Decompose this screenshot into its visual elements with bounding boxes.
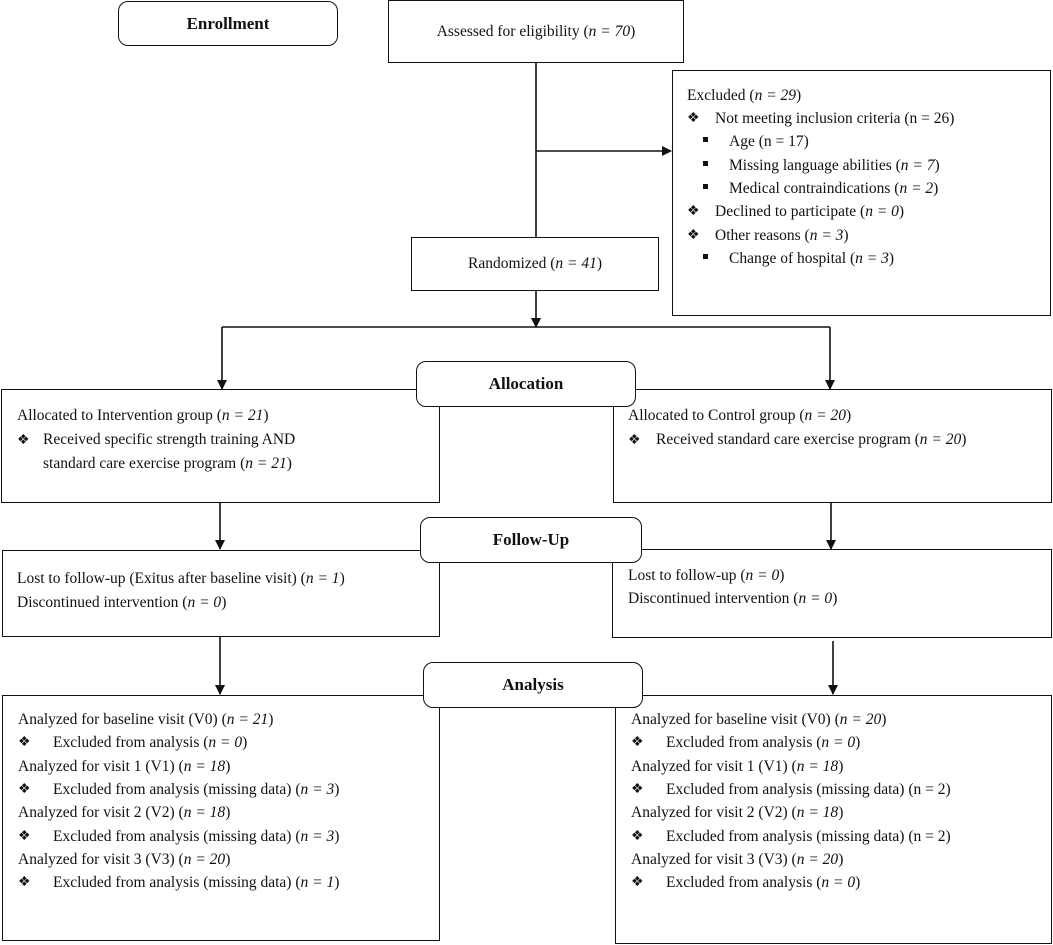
- followup-control-discontinued: Discontinued intervention (n = 0): [628, 590, 838, 607]
- diamond-bullet-icon: ❖: [687, 111, 700, 126]
- excluded-title: Excluded (n = 29): [687, 87, 802, 104]
- stage-follow-up: Follow-Up: [420, 517, 642, 563]
- analysis-control-box: Analyzed for baseline visit (V0) (n = 20…: [615, 695, 1052, 944]
- stage-follow-up-label: Follow-Up: [492, 530, 570, 549]
- diamond-bullet-icon: ❖: [18, 875, 31, 891]
- excluded-item-label: Not meeting inclusion criteria (n = 26): [715, 110, 955, 127]
- followup-control-lost: Lost to follow-up (n = 0): [628, 567, 785, 584]
- randomized-text: Randomized (n = 41): [467, 255, 603, 272]
- analysis-intervention-box: Analyzed for baseline visit (V0) (n = 21…: [2, 695, 440, 941]
- allocation-intervention-title: Allocated to Intervention group (n = 21): [17, 407, 269, 424]
- stage-enrollment-label: Enrollment: [186, 13, 270, 33]
- excluded-box: Excluded (n = 29) ❖ Not meeting inclusion…: [672, 70, 1051, 316]
- square-bullet-icon: [703, 177, 708, 200]
- square-bullet-icon: [703, 130, 708, 153]
- diamond-bullet-icon: ❖: [628, 433, 641, 448]
- diamond-bullet-icon: ❖: [687, 204, 700, 220]
- excluded-item-label: Declined to participate (n = 0): [715, 203, 905, 221]
- followup-intervention-discontinued: Discontinued intervention (n = 0): [17, 594, 227, 611]
- excluded-item-label: Other reasons (n = 3): [715, 226, 849, 244]
- diamond-bullet-icon: ❖: [687, 227, 700, 243]
- allocation-intervention-item: ❖ Received specific strength training AN…: [17, 428, 295, 452]
- diamond-bullet-icon: ❖: [631, 828, 644, 844]
- stage-analysis-label: Analysis: [502, 675, 564, 694]
- square-bullet-icon: [703, 154, 708, 177]
- excluded-item-label: Change of hospital (n = 3): [729, 249, 895, 267]
- followup-intervention-box: Lost to follow-up (Exitus after baseline…: [2, 550, 440, 637]
- followup-control-box: Lost to follow-up (n = 0) Discontinued i…: [612, 549, 1052, 638]
- diamond-bullet-icon: ❖: [17, 433, 30, 448]
- stage-allocation-label: Allocation: [488, 374, 564, 393]
- stage-allocation: Allocation: [416, 361, 636, 407]
- allocation-intervention-item-cont: standard care exercise program (n = 21): [43, 455, 292, 472]
- excluded-item-label: Age (n = 17): [729, 133, 809, 151]
- excluded-item-label: Missing language abilities (n = 7): [729, 156, 940, 174]
- allocation-control-title: Allocated to Control group (n = 20): [628, 407, 852, 424]
- excluded-item-label: Medical contraindications (n = 2): [729, 179, 939, 197]
- assessed-text: Assessed for eligibility (n = 70): [436, 22, 636, 40]
- assessed-box: Assessed for eligibility (n = 70): [388, 0, 684, 63]
- diamond-bullet-icon: ❖: [18, 828, 31, 844]
- allocation-control-box: Allocated to Control group (n = 20) ❖ Re…: [613, 389, 1052, 503]
- square-bullet-icon: [703, 247, 708, 270]
- diamond-bullet-icon: ❖: [18, 781, 31, 797]
- followup-intervention-lost: Lost to follow-up (Exitus after baseline…: [17, 570, 345, 587]
- diamond-bullet-icon: ❖: [18, 735, 31, 751]
- stage-analysis: Analysis: [423, 662, 643, 708]
- diamond-bullet-icon: ❖: [631, 781, 644, 797]
- stage-enrollment: Enrollment: [118, 1, 338, 46]
- diamond-bullet-icon: ❖: [631, 875, 644, 891]
- allocation-intervention-box: Allocated to Intervention group (n = 21)…: [1, 389, 440, 503]
- allocation-control-item: ❖ Received standard care exercise progra…: [628, 428, 966, 452]
- randomized-box: Randomized (n = 41): [411, 237, 659, 291]
- diamond-bullet-icon: ❖: [631, 735, 644, 751]
